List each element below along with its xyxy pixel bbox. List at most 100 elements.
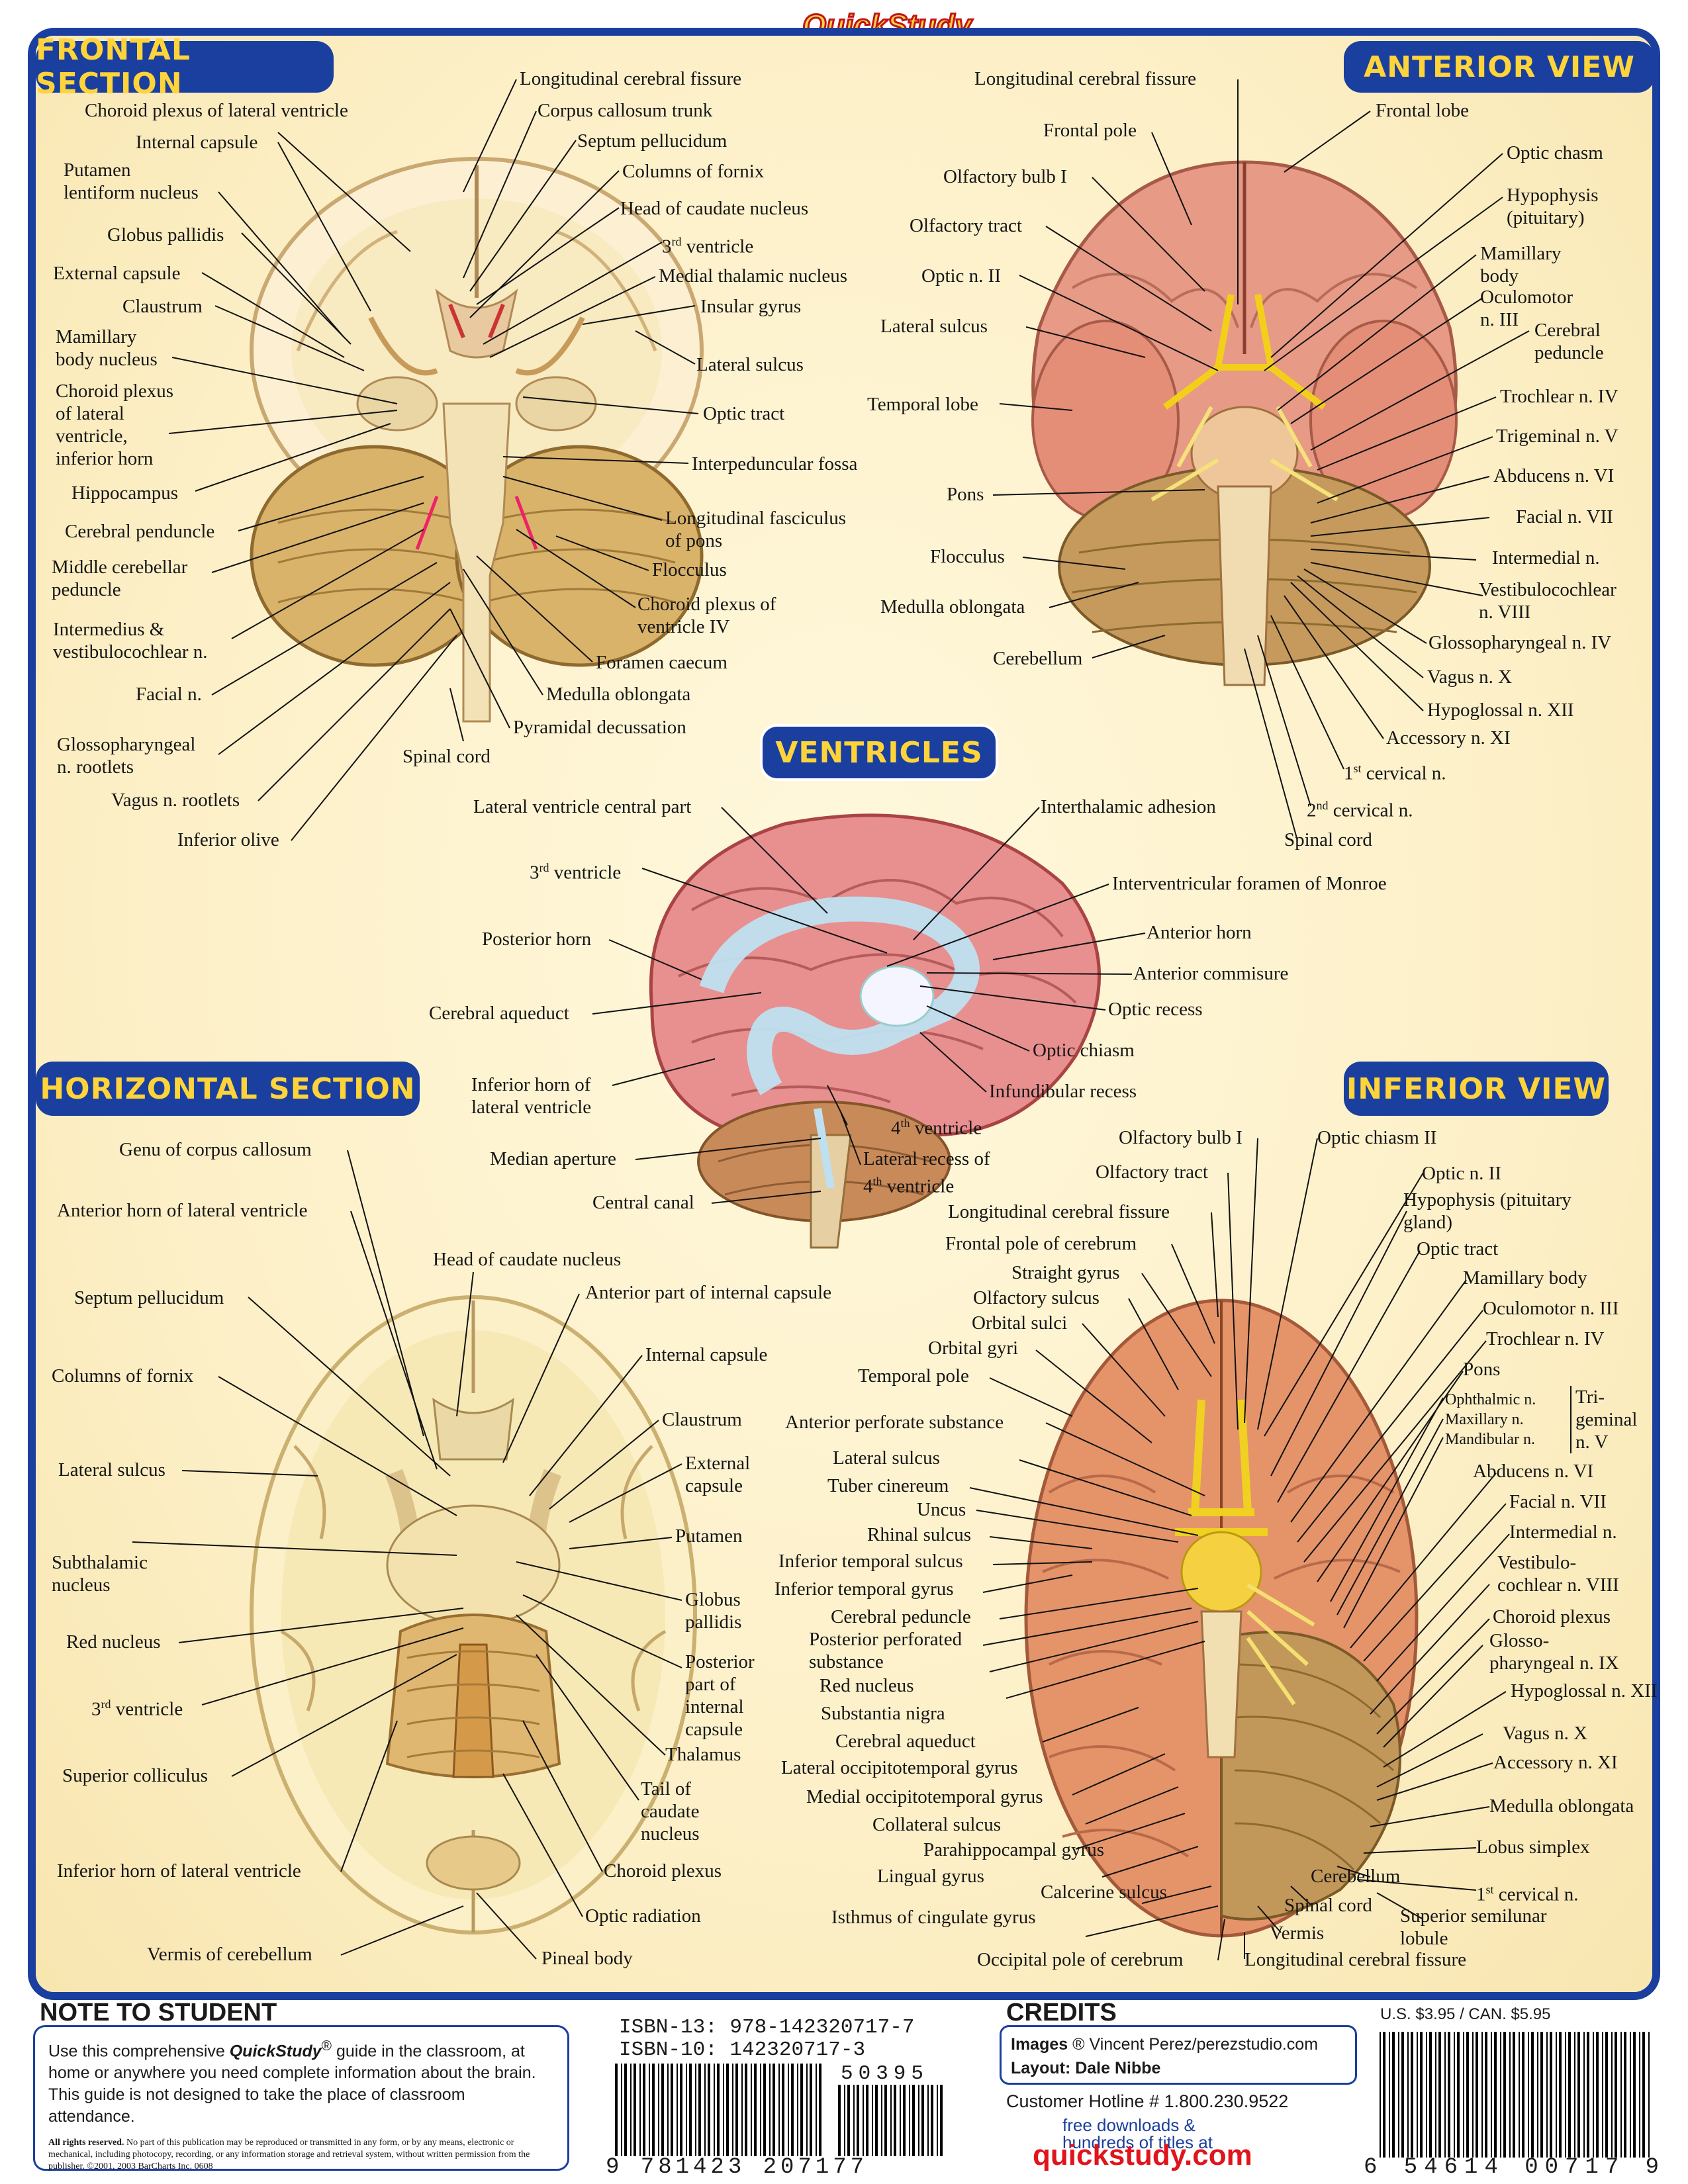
label-hor-internal-capsule: Internal capsule — [645, 1344, 768, 1365]
horizontal-section-illustration — [250, 1295, 697, 1934]
quickstudy-website-link[interactable]: quickstudy.com — [1033, 2139, 1252, 2171]
label-cerebral-aqueduct: Cerebral aqueduct — [429, 1003, 569, 1024]
label-head-of-caudate-nucleus: Head of caudate nucleus — [620, 198, 809, 219]
frontal-section-illustration — [250, 157, 704, 723]
isbn-13: ISBN-13: 978-142320717-7 — [619, 2016, 915, 2039]
label-inf-optic-tract: Optic tract — [1417, 1238, 1499, 1259]
label-lateral-ventricle-central-part: Lateral ventricle central part — [473, 796, 692, 817]
label-inf-optic-n: Optic n. II — [1422, 1163, 1501, 1184]
label-inf-cerebral-peduncle: Cerebral peduncle — [831, 1606, 971, 1627]
label-anterior-internal-capsule: Anterior part of internal capsule — [585, 1282, 832, 1303]
label-inf-cerebral-aqueduct: Cerebral aqueduct — [835, 1731, 976, 1752]
anterior-view-illustration — [1031, 160, 1458, 686]
label-ant-temporal-lobe: Temporal lobe — [867, 394, 978, 415]
label-intermedius-vestibulocochlear: Intermedius &vestibulocochlear n. — [53, 619, 208, 662]
label-optic-tract: Optic tract — [703, 403, 785, 424]
label-inf-choroid-plexus: Choroid plexus — [1493, 1606, 1611, 1627]
label-longitudinal-cerebral-fissure: Longitudinal cerebral fissure — [520, 68, 741, 89]
inferior-view-title: INFERIOR VIEW — [1344, 1062, 1609, 1116]
note-to-student-box: Use this comprehensive QuickStudy® guide… — [33, 2025, 569, 2171]
label-inf-longitudinal-fissure-bottom: Longitudinal cerebral fissure — [1244, 1949, 1466, 1970]
label-vent-3rd-ventricle: 3rd ventricle — [530, 861, 622, 884]
label-lateral-sulcus: Lateral sulcus — [696, 354, 804, 375]
label-inf-1st-cervical: 1st cervical n. — [1476, 1883, 1579, 1905]
label-inf-calcerine-sulcus: Calcerine sulcus — [1041, 1882, 1167, 1903]
label-pineal-body: Pineal body — [541, 1948, 633, 1969]
label-inf-abducens: Abducens n. VI — [1473, 1461, 1594, 1482]
label-optic-chiasm-vent: Optic chiasm — [1033, 1040, 1135, 1061]
label-ant-longitudinal-cerebral-fissure: Longitudinal cerebral fissure — [974, 68, 1196, 89]
label-inf-medial-occipitotemporal: Medial occipitotemporal gyrus — [806, 1786, 1043, 1807]
label-cerebral-penduncle: Cerebral penduncle — [65, 521, 215, 542]
frontal-section-title: FRONTAL SECTION — [36, 33, 334, 101]
label-inf-longitudinal-fissure: Longitudinal cerebral fissure — [948, 1201, 1170, 1222]
label-inf-inferior-temporal-gyrus: Inferior temporal gyrus — [774, 1578, 954, 1600]
credit-layout: Layout: Dale Nibbe — [1011, 2059, 1161, 2077]
label-foramen-caecum: Foramen caecum — [596, 652, 727, 673]
isbn-addon-barcode — [838, 2085, 943, 2156]
label-ant-olfactory-tract: Olfactory tract — [910, 215, 1022, 236]
credit-images: Images ® Vincent Perez/perezstudio.com — [1011, 2035, 1319, 2054]
label-septum-pellucidum: Septum pellucidum — [577, 130, 727, 152]
label-ant-olfactory-bulb: Olfactory bulb I — [943, 166, 1067, 187]
label-ant-pons: Pons — [947, 484, 984, 505]
label-inf-lobus-simplex: Lobus simplex — [1476, 1837, 1590, 1858]
label-inf-vestibulocochlear: Vestibulo-cochlear n. VIII — [1497, 1552, 1619, 1596]
upc-barcode-digits: 6 54614 00717 9 — [1364, 2155, 1666, 2180]
label-inf-rhinal-sulcus: Rhinal sulcus — [867, 1524, 972, 1545]
label-inf-collateral-sulcus: Collateral sulcus — [872, 1814, 1002, 1835]
upc-barcode — [1380, 2032, 1650, 2158]
label-inf-mamillary-body: Mamillary body — [1463, 1267, 1587, 1289]
label-inf-intermedial: Intermedial n. — [1509, 1522, 1617, 1543]
free-downloads-text: free downloads &hundreds of titles at — [1062, 2115, 1213, 2152]
label-inf-occipital-pole: Occipital pole of cerebrum — [977, 1949, 1184, 1970]
label-inf-hypoglossal: Hypoglossal n. XII — [1511, 1680, 1658, 1702]
label-inf-parahippocampal: Parahippocampal gyrus — [923, 1839, 1105, 1860]
label-inf-mandibular: Mandibular n. — [1445, 1431, 1535, 1448]
label-vermis-cerebellum: Vermis of cerebellum — [147, 1944, 312, 1965]
copyright-notice: All rights reserved. No part of this pub… — [48, 2138, 530, 2172]
label-flocculus: Flocculus — [652, 559, 727, 580]
label-ant-optic-chasm: Optic chasm — [1507, 142, 1603, 163]
label-ant-medulla-oblongata: Medulla oblongata — [880, 596, 1025, 617]
label-4th-ventricle: 4th ventricle — [891, 1116, 982, 1139]
label-inf-frontal-pole: Frontal pole of cerebrum — [945, 1233, 1137, 1254]
label-ant-facial: Facial n. VII — [1516, 506, 1613, 527]
label-globus-pallidis: Globus pallidis — [107, 224, 224, 246]
label-inf-trochlear: Trochlear n. IV — [1486, 1328, 1605, 1349]
horizontal-section-title: HORIZONTAL SECTION — [36, 1062, 420, 1116]
label-inf-orbital-gyri: Orbital gyri — [928, 1338, 1019, 1359]
label-facial-n: Facial n. — [136, 684, 202, 705]
label-spinal-cord: Spinal cord — [402, 746, 491, 767]
label-inf-anterior-perforate: Anterior perforate substance — [785, 1412, 1004, 1433]
label-ant-hypoglossal: Hypoglossal n. XII — [1427, 700, 1574, 721]
label-hor-3rd-ventricle: 3rd ventricle — [91, 1698, 183, 1720]
label-insular-gyrus: Insular gyrus — [700, 296, 802, 317]
label-ant-cerebellum: Cerebellum — [993, 648, 1083, 669]
label-hor-putamen: Putamen — [675, 1525, 743, 1547]
label-ant-abducens: Abducens n. VI — [1493, 465, 1615, 486]
label-inf-medulla-oblongata: Medulla oblongata — [1489, 1796, 1634, 1817]
label-inf-olfactory-bulb: Olfactory bulb I — [1119, 1127, 1243, 1148]
label-inf-uncus: Uncus — [917, 1499, 966, 1520]
label-inf-olfactory-tract: Olfactory tract — [1096, 1161, 1208, 1183]
isbn-barcode — [615, 2064, 821, 2156]
label-inf-temporal-pole: Temporal pole — [858, 1365, 969, 1387]
label-inf-accessory: Accessory n. XI — [1493, 1752, 1618, 1773]
credits-title: CREDITS — [1006, 1999, 1117, 2026]
label-infundibular-recess: Infundibular recess — [989, 1081, 1137, 1102]
label-posterior-horn: Posterior horn — [482, 929, 592, 950]
label-inf-vagus: Vagus n. X — [1503, 1723, 1588, 1744]
